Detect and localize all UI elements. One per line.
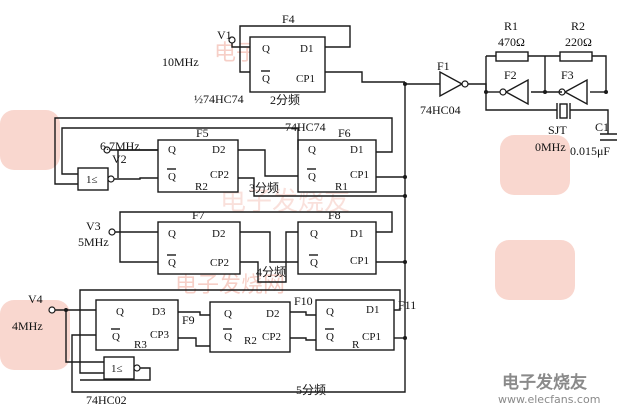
nor-gate-1-symbol: 1≤ bbox=[86, 174, 98, 186]
f7-qbar-pin: Q bbox=[168, 257, 176, 269]
nor-gate-1: 1≤ bbox=[77, 167, 115, 191]
r1-value: 470Ω bbox=[498, 35, 525, 49]
f11-qbar-pin: Q bbox=[326, 331, 334, 343]
f7-cp-pin: CP2 bbox=[210, 257, 229, 269]
f9-cp-pin: CP3 bbox=[150, 329, 169, 341]
capacitor-name: C1 bbox=[595, 120, 609, 134]
f11-reset-pin: R bbox=[352, 339, 360, 351]
f4-ratio: 2分频 bbox=[270, 93, 300, 107]
f5-d-pin: D2 bbox=[212, 144, 225, 156]
f10-q-pin: Q bbox=[224, 308, 232, 320]
f8-cp-pin: CP1 bbox=[350, 255, 369, 267]
f4-qbar-pin: Q bbox=[262, 73, 270, 85]
r2-value: 220Ω bbox=[565, 35, 592, 49]
f6-d-pin: D1 bbox=[350, 144, 363, 156]
r2-name: R2 bbox=[571, 19, 585, 33]
f8-q-pin: Q bbox=[310, 228, 318, 240]
f4-d-pin: D1 bbox=[300, 43, 313, 55]
f10-reset-pin: R2 bbox=[244, 335, 257, 347]
f4-part: ½74HC74 bbox=[194, 92, 244, 106]
f11-d-pin: D1 bbox=[366, 304, 379, 316]
f6-part: 74HC74 bbox=[285, 120, 326, 134]
f5-qbar-pin: Q bbox=[168, 171, 176, 183]
ratio-div5: 5分频 bbox=[296, 383, 326, 397]
f9-d-pin: D3 bbox=[152, 306, 166, 318]
f4-cp-pin: CP1 bbox=[296, 73, 315, 85]
inverter-f2-label: F2 bbox=[504, 68, 517, 82]
v1-label: V1 bbox=[217, 28, 232, 42]
inverters-part: 74HC04 bbox=[420, 103, 461, 117]
f10-name: F10 bbox=[294, 294, 313, 308]
v2-label: V2 bbox=[112, 152, 127, 166]
v2-frequency: 6.7MHz bbox=[100, 139, 140, 153]
f4-name: F4 bbox=[282, 12, 295, 26]
v3-frequency: 5MHz bbox=[78, 235, 109, 249]
watermark-brand-text: 电子发烧友 bbox=[502, 373, 587, 393]
capacitor-value: 0.015μF bbox=[570, 144, 610, 158]
flipflop-f8: F8 Q Q D1 CP1 bbox=[297, 208, 377, 275]
f10-cp-pin: CP2 bbox=[262, 331, 281, 343]
watermark-text-bottom: 电子发烧网 bbox=[175, 273, 285, 298]
ratio-div3: 3分频 bbox=[249, 181, 279, 195]
f10-d-pin: D2 bbox=[266, 308, 279, 320]
f9-q-pin: Q bbox=[116, 306, 124, 318]
f7-name: F7 bbox=[192, 208, 205, 222]
f9-qbar-pin: Q bbox=[112, 331, 120, 343]
v4-frequency: 4MHz bbox=[12, 319, 43, 333]
f6-cp-pin: CP1 bbox=[350, 169, 369, 181]
f5-cp-pin: CP2 bbox=[210, 169, 229, 181]
v4-label: V4 bbox=[28, 292, 43, 306]
f8-d-pin: D1 bbox=[350, 228, 363, 240]
f6-reset-pin: R1 bbox=[335, 181, 348, 193]
flipflop-f4: F4 Q Q D1 CP1 ½74HC74 2分频 bbox=[194, 12, 326, 107]
f11-cp-pin: CP1 bbox=[362, 331, 381, 343]
f10-qbar-pin: Q bbox=[224, 331, 232, 343]
watermark-site-text: www.elecfans.com bbox=[498, 393, 601, 406]
f6-qbar-pin: Q bbox=[308, 171, 316, 183]
flipflop-f11: Q Q D1 CP1 R F11 bbox=[315, 298, 416, 351]
f11-q-pin: Q bbox=[326, 306, 334, 318]
crystal-name: SJT bbox=[548, 123, 567, 137]
watermark-logo: 电子发烧友 www.elecfans.com bbox=[470, 368, 610, 412]
f6-name: F6 bbox=[338, 126, 351, 140]
crystal-frequency: 0MHz bbox=[535, 140, 566, 154]
inverter-f1-label: F1 bbox=[437, 59, 450, 73]
f7-d-pin: D2 bbox=[212, 228, 225, 240]
f9-name: F9 bbox=[182, 313, 195, 327]
nor-gate-2: 1≤ 74HC02 bbox=[86, 356, 141, 407]
ratio-div4: 4分频 bbox=[256, 265, 286, 279]
flipflop-f10: Q Q D2 CP2 R2 F10 bbox=[209, 294, 313, 353]
f8-name: F8 bbox=[328, 208, 341, 222]
inverter-f3-label: F3 bbox=[561, 68, 574, 82]
nor-gate-part: 74HC02 bbox=[86, 393, 127, 407]
flipflop-f6: F6 74HC74 Q Q D1 CP1 R1 bbox=[285, 120, 377, 193]
f5-name: F5 bbox=[196, 126, 209, 140]
f11-name: F11 bbox=[398, 298, 416, 312]
nor-gate-2-symbol: 1≤ bbox=[111, 363, 123, 375]
f4-q-pin: Q bbox=[262, 43, 270, 55]
f8-qbar-pin: Q bbox=[310, 257, 318, 269]
f5-reset-pin: R2 bbox=[195, 181, 208, 193]
v3-label: V3 bbox=[86, 219, 101, 233]
f9-reset-pin: R3 bbox=[134, 339, 147, 351]
f5-q-pin: Q bbox=[168, 144, 176, 156]
r1-name: R1 bbox=[504, 19, 518, 33]
flipflop-f5: F5 Q Q D2 CP2 R2 bbox=[157, 126, 239, 193]
flipflop-f7: F7 Q Q D2 CP2 bbox=[157, 208, 241, 275]
flipflop-f9: Q Q D3 CP3 R3 F9 bbox=[95, 299, 195, 351]
f7-q-pin: Q bbox=[168, 228, 176, 240]
v1-frequency: 10MHz bbox=[162, 55, 199, 69]
f6-q-pin: Q bbox=[308, 144, 316, 156]
